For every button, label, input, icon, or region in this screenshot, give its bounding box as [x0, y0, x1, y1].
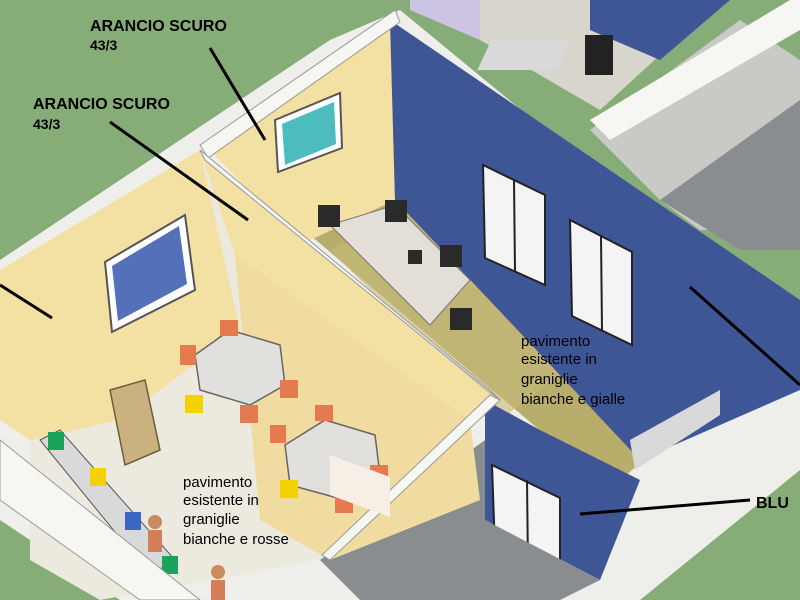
- leader-line-top: [208, 47, 267, 141]
- lower-corridor-floor: [320, 440, 600, 600]
- label-color-blue-text: BLU: [756, 495, 789, 512]
- leader-line-blue: [579, 498, 751, 516]
- note-floor-left-line1: pavimento: [183, 474, 252, 491]
- classroom-side-chairs: [48, 432, 178, 574]
- child-figure-1: [148, 515, 162, 529]
- corridor-floor-light: [660, 100, 800, 250]
- note-floor-left: pavimento esistente in graniglie bianche…: [183, 474, 289, 548]
- label-color-top-line2: 43/3: [90, 37, 117, 53]
- upper-room-desk: [477, 40, 572, 70]
- note-floor-right: pavimento esistente in graniglie bianche…: [521, 333, 625, 408]
- child-figure-2-body: [211, 580, 225, 600]
- label-color-blue: BLU: [579, 495, 789, 516]
- partition-wall-top: [199, 9, 401, 159]
- note-floor-right-line4: bianche e gialle: [521, 391, 625, 408]
- outer-wall-top-right: [590, 0, 800, 140]
- meeting-room-window-glass: [282, 102, 336, 165]
- classroom-shelf: [109, 379, 161, 467]
- note-floor-right-line2: esistente in: [521, 351, 597, 368]
- note-floor-left-line2: esistente in: [183, 492, 259, 509]
- upper-room-chair: [585, 35, 613, 75]
- leader-line-left: [109, 120, 249, 222]
- note-floor-right-line3: graniglie: [521, 371, 578, 388]
- upper-room-wall-blue: [590, 0, 730, 60]
- leader-line-left-edge: [0, 283, 53, 320]
- wall-poster: [330, 455, 390, 517]
- double-door-2: [568, 218, 633, 347]
- radiator: [630, 390, 720, 470]
- note-floor-right-line1: pavimento: [521, 333, 590, 350]
- classroom-window-glass: [112, 226, 187, 321]
- front-wall-top: [0, 439, 201, 600]
- note-floor-left-line3: graniglie: [183, 511, 240, 528]
- child-figure-1-body: [148, 530, 162, 552]
- note-floor-left-line4: bianche e rosse: [183, 531, 289, 548]
- double-door-1: [481, 163, 546, 287]
- upper-lilac-wall: [410, 0, 480, 40]
- meeting-table: [329, 204, 471, 326]
- label-color-left-line1: ARANCIO SCURO: [33, 96, 170, 113]
- label-color-left-line2: 43/3: [33, 116, 60, 132]
- label-color-top-line1: ARANCIO SCURO: [90, 18, 227, 35]
- meeting-chairs: [318, 200, 472, 330]
- leader-line-right-edge: [689, 285, 800, 387]
- classroom-wall-yellow-side: [200, 150, 490, 430]
- label-color-left: ARANCIO SCURO 43/3: [33, 96, 249, 222]
- child-figure-2: [211, 565, 225, 579]
- classroom-chairs: [180, 320, 388, 513]
- label-color-top: ARANCIO SCURO 43/3: [90, 18, 267, 141]
